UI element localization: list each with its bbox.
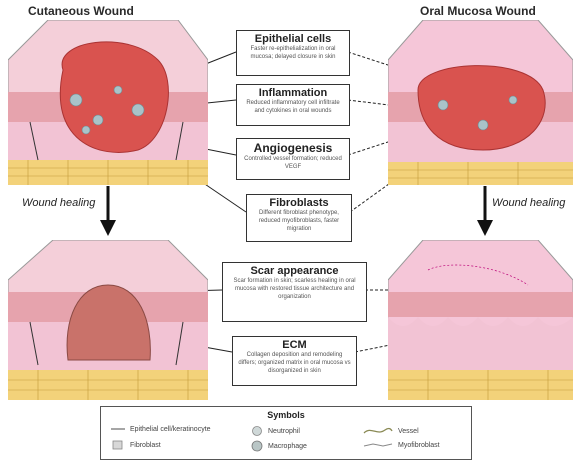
angiogenesis-title: Angiogenesis [237,141,349,155]
legend-label-myofibroblast: Myofibroblast [398,442,440,449]
scar-appearance-title: Scar appearance [223,265,366,277]
legend-label-fibroblast: Fibroblast [130,442,161,449]
vessel-icon [363,425,393,437]
epithelial-cells-text: Faster re-epithelialization in oral muco… [237,45,349,61]
ecm-box: ECM Collagen deposition and remodeling d… [232,336,357,386]
legend-item-myofibroblast: Myofibroblast [363,440,440,450]
oral-mucosa-wound-panel [388,20,573,185]
inflammation-text: Reduced inflammatory cell infiltrate and… [237,99,349,115]
legend-item-macrophage: Macrophage [251,440,307,452]
legend-label-neutrophil: Neutrophil [268,428,300,435]
fibroblasts-text: Different fibroblast phenotype, reduced … [247,209,351,233]
inflammation-title: Inflammation [237,87,349,99]
scar-appearance-box: Scar appearance Scar formation in skin; … [222,262,367,322]
healing-label-left: Wound healing [22,197,95,209]
ecm-text: Collagen deposition and remodeling diffe… [233,351,356,375]
symbols-legend: Symbols Epithelial cell/keratinocyte Fib… [100,406,472,460]
ecm-title: ECM [233,339,356,351]
neutrophil-icon [251,425,263,437]
fibroblasts-box: Fibroblasts Different fibroblast phenoty… [246,194,352,242]
cutaneous-scar-panel [8,240,208,400]
myofibroblast-icon [363,440,393,450]
epithelial-icon [111,425,125,433]
fibroblast-icon [111,440,125,450]
legend-label-macrophage: Macrophage [268,443,307,450]
healing-label-right: Wound healing [492,197,565,209]
legend-label-epithelial: Epithelial cell/keratinocyte [130,426,211,433]
scar-appearance-text: Scar formation in skin; scarless healing… [223,277,366,301]
fibroblasts-title: Fibroblasts [247,197,351,209]
legend-title: Symbols [101,410,471,420]
legend-label-vessel: Vessel [398,428,419,435]
legend-item-epithelial: Epithelial cell/keratinocyte [111,425,211,433]
cutaneous-wound-panel [8,20,208,185]
angiogenesis-box: Angiogenesis Controlled vessel formation… [236,138,350,180]
legend-item-vessel: Vessel [363,425,419,437]
inflammation-box: Inflammation Reduced inflammatory cell i… [236,84,350,126]
macrophage-icon [251,440,263,452]
epithelial-cells-box: Epithelial cells Faster re-epithelializa… [236,30,350,76]
oral-mucosa-healed-panel [388,240,573,400]
epithelial-cells-title: Epithelial cells [237,33,349,45]
legend-item-fibroblast: Fibroblast [111,440,161,450]
angiogenesis-text: Controlled vessel formation; reduced VEG… [237,155,349,171]
legend-item-neutrophil: Neutrophil [251,425,300,437]
